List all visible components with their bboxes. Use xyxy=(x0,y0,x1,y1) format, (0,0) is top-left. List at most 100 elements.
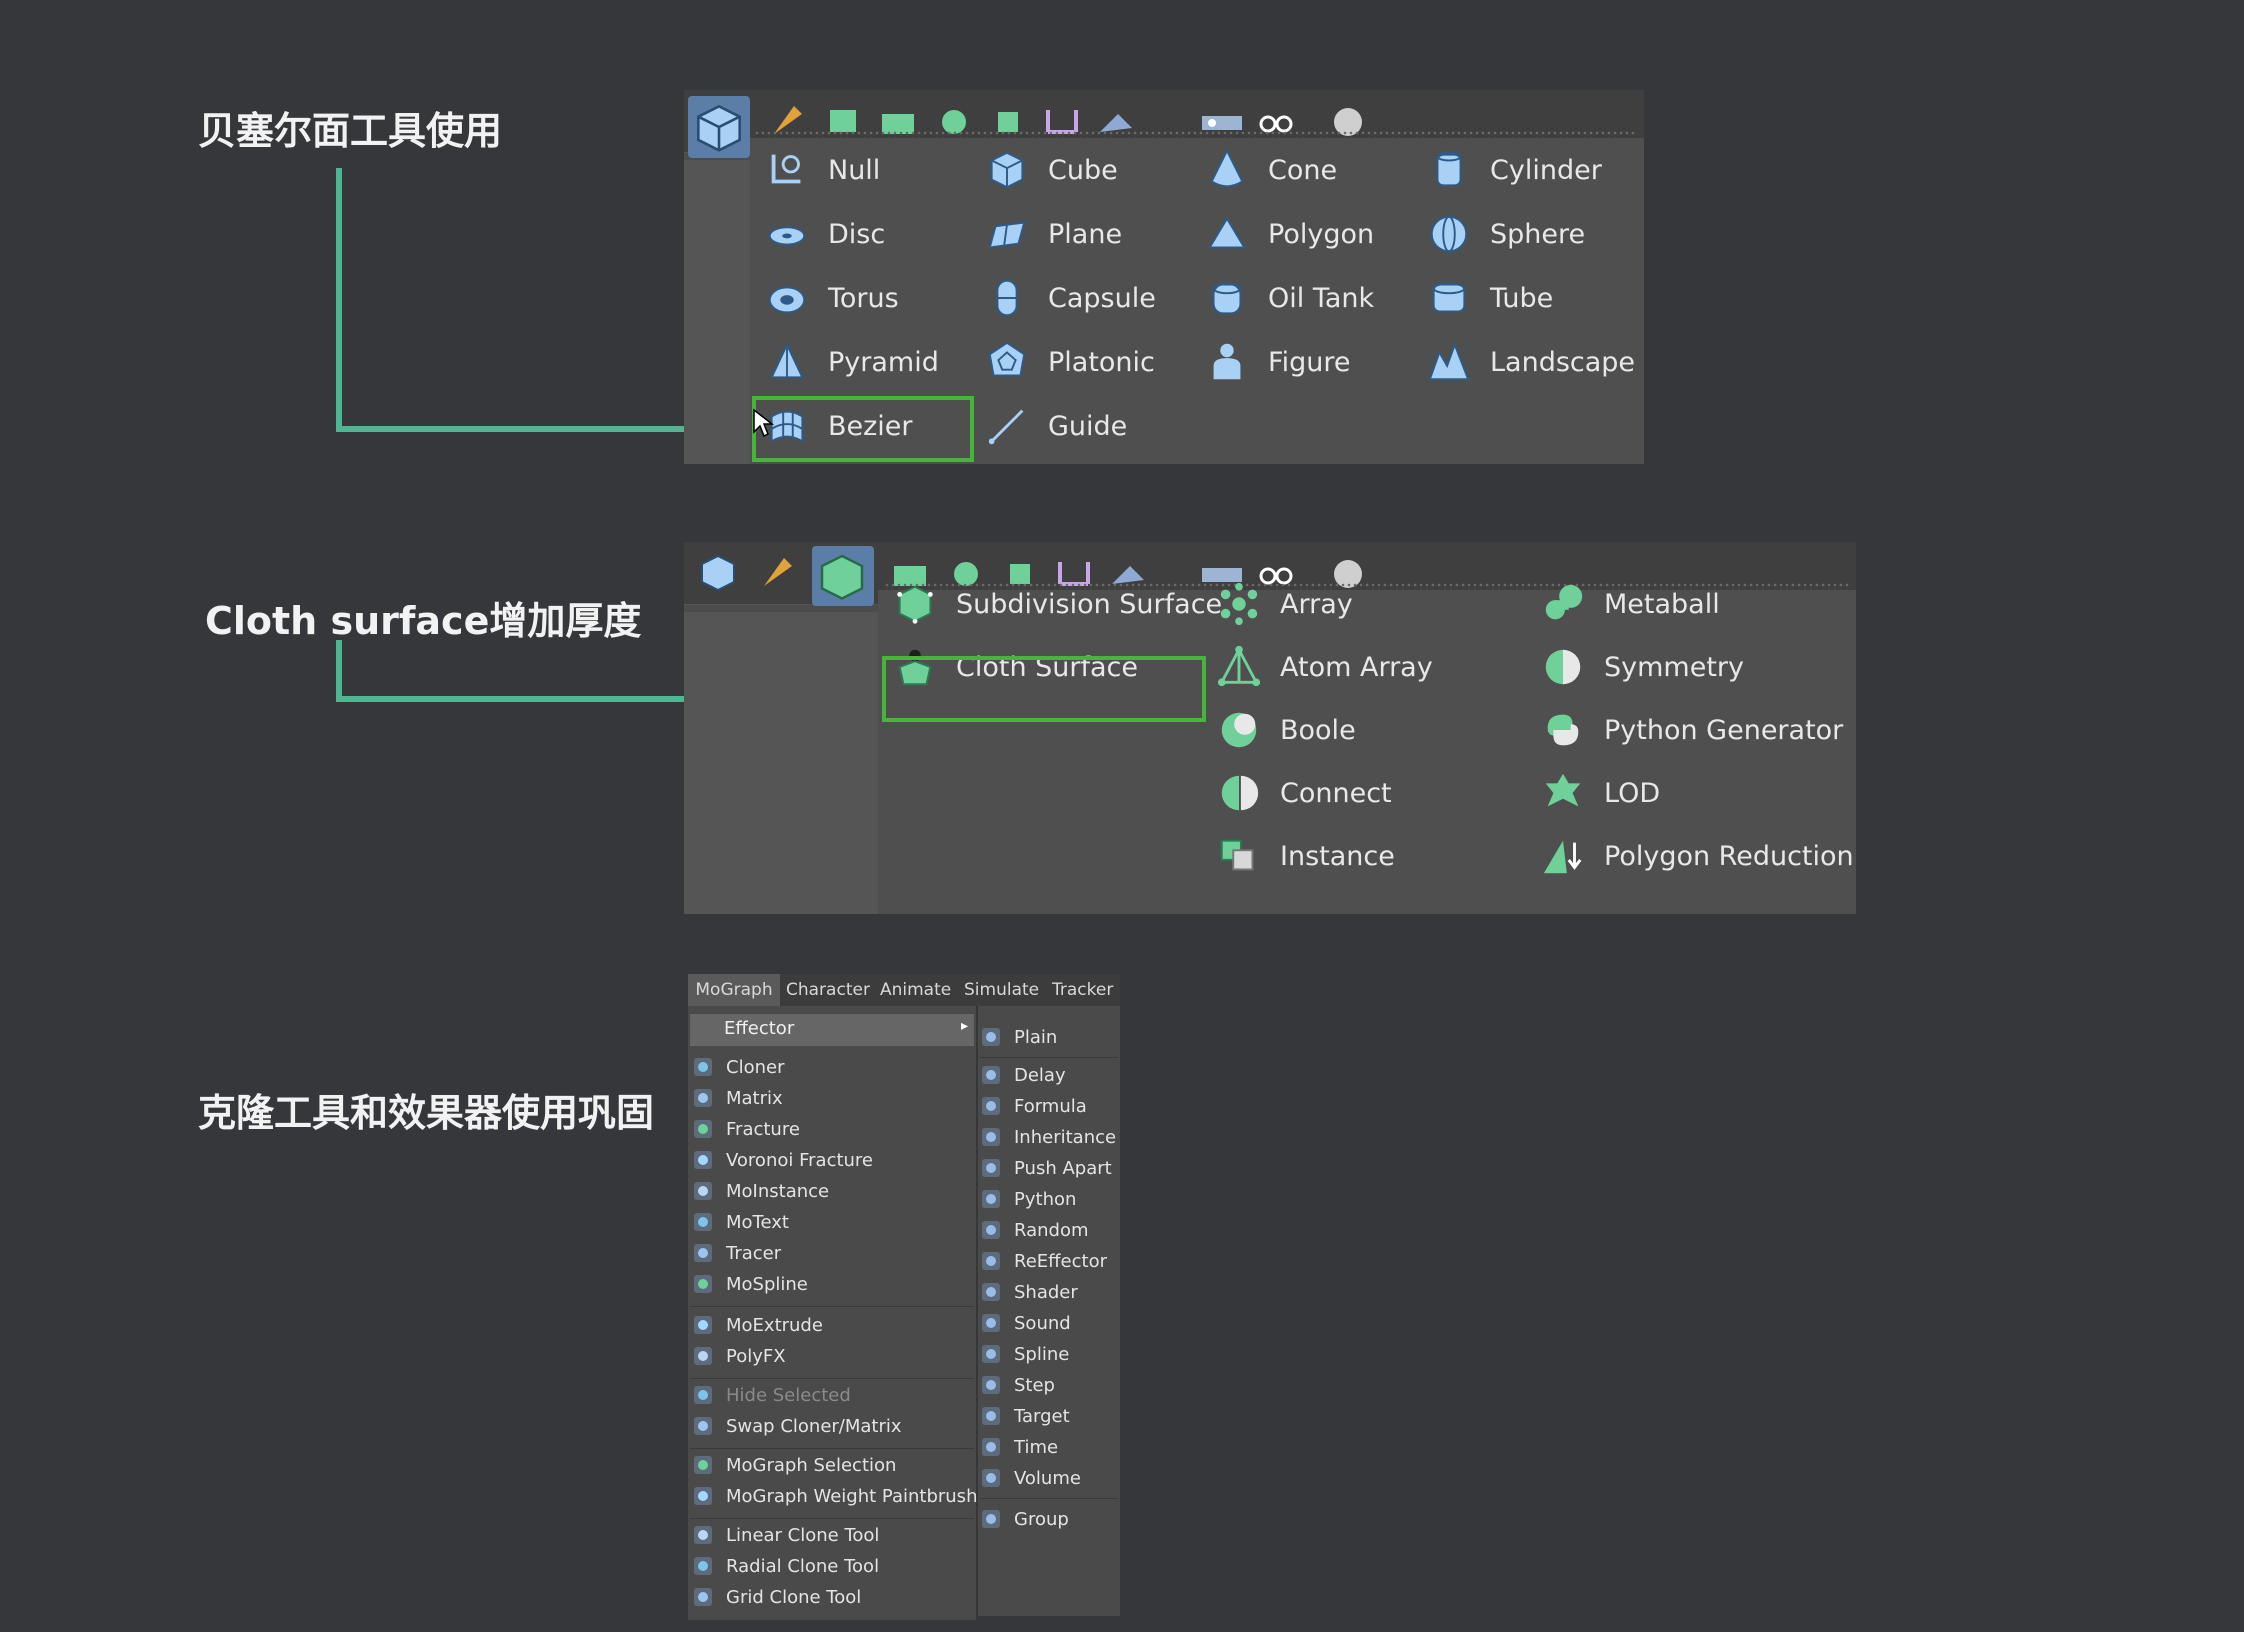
menu-tracker[interactable]: Tracker xyxy=(1052,980,1114,1000)
menu-item-cone[interactable]: Cone xyxy=(1204,140,1337,200)
cloner-tool-icon[interactable] xyxy=(930,96,978,144)
mograph-item-radial-clone-tool[interactable]: Radial Clone Tool xyxy=(692,1551,879,1581)
menu-simulate[interactable]: Simulate xyxy=(964,980,1040,1000)
light-tool-icon[interactable] xyxy=(1324,548,1372,596)
effector-item-volume[interactable]: Volume xyxy=(980,1463,1081,1493)
mograph-item-icon xyxy=(694,1151,712,1169)
connector-line-bezier xyxy=(336,168,342,432)
mograph-item-polyfx[interactable]: PolyFX xyxy=(692,1341,786,1371)
effector-item-step[interactable]: Step xyxy=(980,1370,1055,1400)
menu-item-figure[interactable]: Figure xyxy=(1204,332,1350,392)
mograph-item-icon xyxy=(694,1557,712,1575)
effector-item-target[interactable]: Target xyxy=(980,1401,1070,1431)
menu-item-atom-array[interactable]: Atom Array xyxy=(1216,637,1433,697)
viewport-edge xyxy=(684,612,878,914)
mograph-item-icon xyxy=(694,1058,712,1076)
mograph-item-linear-clone-tool[interactable]: Linear Clone Tool xyxy=(692,1520,879,1550)
menu-item-boole[interactable]: Boole xyxy=(1216,700,1356,760)
effector-item-spline[interactable]: Spline xyxy=(980,1339,1069,1369)
menu-item-cube[interactable]: Cube xyxy=(984,140,1118,200)
effector-item-icon xyxy=(982,1066,1000,1084)
menu-item-tube[interactable]: Tube xyxy=(1426,268,1553,328)
menu-item-landscape[interactable]: Landscape xyxy=(1426,332,1635,392)
menu-item-torus[interactable]: Torus xyxy=(764,268,899,328)
mograph-item-grid-clone-tool[interactable]: Grid Clone Tool xyxy=(692,1582,861,1612)
effector-submenu-item[interactable]: Effector ▸ xyxy=(690,1014,974,1046)
mograph-item-matrix[interactable]: Matrix xyxy=(692,1083,783,1113)
mouse-cursor-icon xyxy=(753,408,775,438)
menu-item-cylinder[interactable]: Cylinder xyxy=(1426,140,1602,200)
menu-item-connect[interactable]: Connect xyxy=(1216,763,1392,823)
menu-item-platonic[interactable]: Platonic xyxy=(984,332,1155,392)
mograph-item-voronoi-fracture[interactable]: Voronoi Fracture xyxy=(692,1145,873,1175)
array-tool-icon[interactable] xyxy=(874,96,922,144)
effector-item-shader[interactable]: Shader xyxy=(980,1277,1078,1307)
menu-character[interactable]: Character xyxy=(786,980,870,1000)
menu-item-disc[interactable]: Disc xyxy=(764,204,885,264)
deformer-tool-icon[interactable] xyxy=(984,96,1032,144)
menu-item-pyramid[interactable]: Pyramid xyxy=(764,332,939,392)
pen-tool-icon[interactable] xyxy=(754,548,802,596)
effector-item-plain[interactable]: Plain xyxy=(980,1022,1057,1052)
effector-item-random[interactable]: Random xyxy=(980,1215,1089,1245)
plane-icon xyxy=(984,211,1048,257)
light-tool-icon[interactable] xyxy=(1324,96,1372,144)
mograph-item-label: MoSpline xyxy=(726,1273,808,1295)
effector-item-python[interactable]: Python xyxy=(980,1184,1076,1214)
mograph-item-fracture[interactable]: Fracture xyxy=(692,1114,800,1144)
effector-item-formula[interactable]: Formula xyxy=(980,1091,1087,1121)
menu-item-subdivision-surface[interactable]: Subdivision Surface xyxy=(892,574,1222,634)
cloner-tool-icon[interactable] xyxy=(942,548,990,596)
effector-item-inheritance[interactable]: Inheritance xyxy=(980,1122,1116,1152)
menu-mograph[interactable]: MoGraph xyxy=(688,974,780,1006)
array-tool-icon[interactable] xyxy=(886,548,934,596)
oil-tank-icon xyxy=(1204,275,1268,321)
field-tool-icon[interactable] xyxy=(1104,548,1152,596)
pen-tool-icon[interactable] xyxy=(764,96,812,144)
menu-item-array[interactable]: Array xyxy=(1216,574,1353,634)
deformer-tool-icon[interactable] xyxy=(996,548,1044,596)
menu-item-bezier[interactable]: Bezier xyxy=(764,396,913,456)
menu-item-polygon-reduction[interactable]: Polygon Reduction xyxy=(1540,826,1854,886)
mograph-item-label: MoInstance xyxy=(726,1180,830,1202)
tearoff-handle[interactable] xyxy=(754,130,1638,138)
cube-tool-icon[interactable] xyxy=(694,548,742,596)
effector-item-push-apart[interactable]: Push Apart xyxy=(980,1153,1112,1183)
effector-item-icon xyxy=(982,1190,1000,1208)
menu-item-metaball[interactable]: Metaball xyxy=(1540,574,1720,634)
field-tool-icon[interactable] xyxy=(1092,96,1140,144)
menu-item-oil-tank[interactable]: Oil Tank xyxy=(1204,268,1374,328)
menu-item-sphere[interactable]: Sphere xyxy=(1426,204,1585,264)
menu-item-polygon[interactable]: Polygon xyxy=(1204,204,1374,264)
subdivision-tool-icon[interactable] xyxy=(812,546,874,606)
menu-item-guide[interactable]: Guide xyxy=(984,396,1127,456)
subdivision-tool-icon[interactable] xyxy=(820,96,868,144)
menu-item-capsule[interactable]: Capsule xyxy=(984,268,1156,328)
mograph-item-mograph-selection[interactable]: MoGraph Selection xyxy=(692,1450,896,1480)
effector-item-delay[interactable]: Delay xyxy=(980,1060,1066,1090)
mograph-item-swap-cloner-matrix[interactable]: Swap Cloner/Matrix xyxy=(692,1411,902,1441)
mograph-item-mograph-weight-paintbrush[interactable]: MoGraph Weight Paintbrush xyxy=(692,1481,977,1511)
mograph-item-moextrude[interactable]: MoExtrude xyxy=(692,1310,823,1340)
menu-item-python-generator[interactable]: Python Generator xyxy=(1540,700,1843,760)
mograph-item-moinstance[interactable]: MoInstance xyxy=(692,1176,829,1206)
menu-item-null[interactable]: Null xyxy=(764,140,880,200)
menu-item-symmetry[interactable]: Symmetry xyxy=(1540,637,1744,697)
tearoff-handle[interactable] xyxy=(884,582,1850,590)
scene-tool-icon[interactable] xyxy=(1198,548,1246,596)
menu-item-lod[interactable]: LOD xyxy=(1540,763,1660,823)
effector-item-label: Shader xyxy=(1014,1281,1078,1303)
cube-tool-icon[interactable] xyxy=(688,96,750,158)
menu-item-instance[interactable]: Instance xyxy=(1216,826,1395,886)
effector-item-time[interactable]: Time xyxy=(980,1432,1058,1462)
mograph-item-motext[interactable]: MoText xyxy=(692,1207,789,1237)
mograph-item-cloner[interactable]: Cloner xyxy=(692,1052,784,1082)
scene-tool-icon[interactable] xyxy=(1198,96,1246,144)
effector-item-sound[interactable]: Sound xyxy=(980,1308,1071,1338)
mograph-item-mospline[interactable]: MoSpline xyxy=(692,1269,808,1299)
effector-item-group[interactable]: Group xyxy=(980,1504,1069,1534)
menu-item-plane[interactable]: Plane xyxy=(984,204,1122,264)
menu-animate[interactable]: Animate xyxy=(880,980,952,1000)
mograph-item-tracer[interactable]: Tracer xyxy=(692,1238,781,1268)
effector-item-reeffector[interactable]: ReEffector xyxy=(980,1246,1107,1276)
